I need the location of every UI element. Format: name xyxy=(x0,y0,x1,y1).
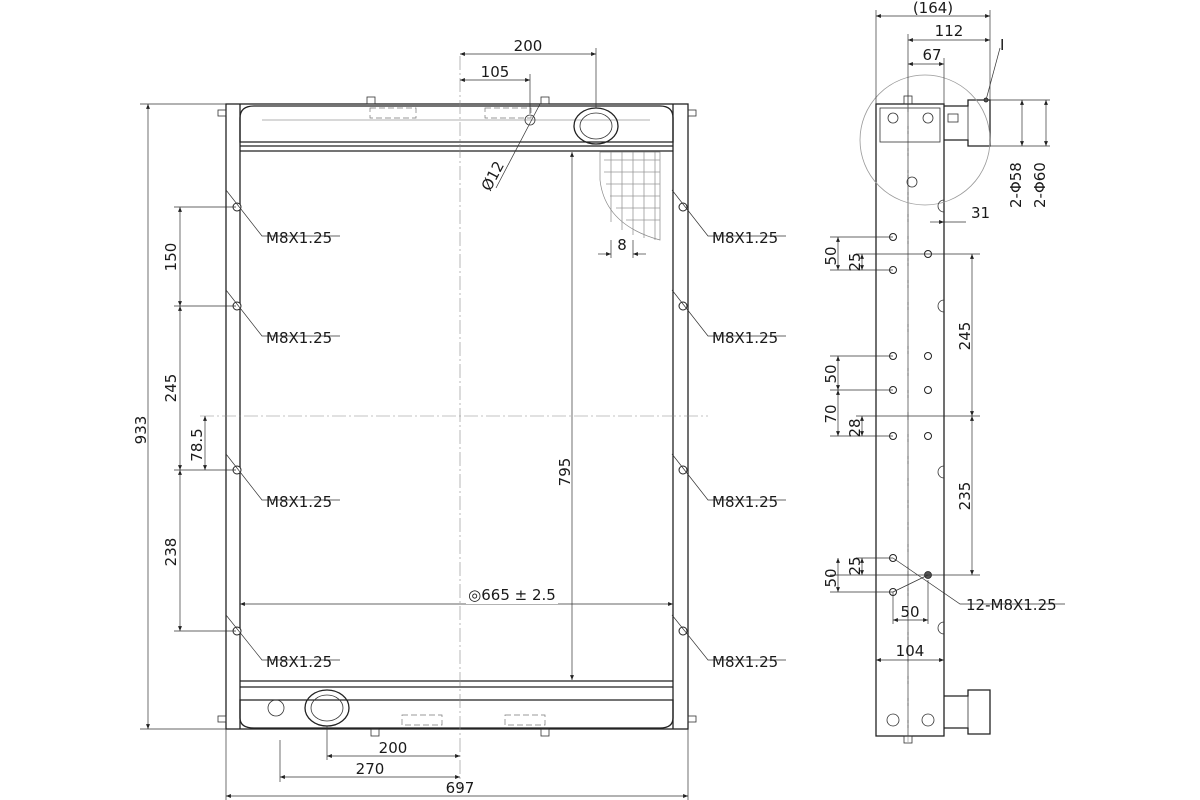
dim-top-pipe-offset: 200 xyxy=(514,37,543,55)
dim-70: 70 xyxy=(822,404,840,423)
thread-label: M8X1.25 xyxy=(266,493,332,511)
dim-port-diameter: Ø12 xyxy=(478,158,508,194)
dim-pipe-58: 2-Φ58 xyxy=(1007,162,1025,208)
thread-callout: 12-M8X1.25 xyxy=(966,596,1057,614)
dim-pipe-60: 2-Φ60 xyxy=(1031,162,1049,208)
front-view: M8X1.25 M8X1.25 M8X1.25 M8X1.25 M8X1.25 … xyxy=(132,37,786,800)
dim-25-a: 25 xyxy=(846,252,864,271)
bolt-hole-icon xyxy=(678,626,688,636)
thread-label: M8X1.25 xyxy=(712,653,778,671)
thread-label: M8X1.25 xyxy=(712,493,778,511)
thread-label: M8X1.25 xyxy=(712,329,778,347)
bolt-hole-icon xyxy=(678,202,688,212)
mounting-holes xyxy=(225,189,786,661)
dim-67: 67 xyxy=(922,46,941,64)
core-fin-detail xyxy=(599,151,661,241)
bottom-pipe-side-icon xyxy=(944,689,991,735)
dim-spacing-150: 150 xyxy=(162,243,180,272)
dim-28: 28 xyxy=(846,418,864,437)
dim-spacing-245: 245 xyxy=(162,374,180,403)
dim-50-b: 50 xyxy=(822,364,840,383)
top-pipe-side-icon xyxy=(944,99,991,147)
dim-50-c: 50 xyxy=(822,568,840,587)
dim-235: 235 xyxy=(956,482,974,511)
thread-label: M8X1.25 xyxy=(266,229,332,247)
dim-25-b: 25 xyxy=(846,556,864,575)
dim-112: 112 xyxy=(935,22,964,40)
dim-bottom-span: 270 xyxy=(356,760,385,778)
dim-overall-height: 933 xyxy=(132,416,150,445)
dim-50-d: 50 xyxy=(900,603,919,621)
thread-label: M8X1.25 xyxy=(266,329,332,347)
top-tank xyxy=(239,96,674,152)
dim-spacing-78-5: 78.5 xyxy=(188,428,206,461)
top-vent-port-icon xyxy=(524,114,536,126)
dim-core-height: 795 xyxy=(556,458,574,487)
dim-spacing-238: 238 xyxy=(162,538,180,567)
dim-31: 31 xyxy=(971,204,990,222)
bolt-hole-icon xyxy=(924,352,932,360)
thread-label: M8X1.25 xyxy=(266,653,332,671)
dim-245: 245 xyxy=(956,322,974,351)
dim-fin-pitch: 8 xyxy=(617,236,627,254)
bolt-hole-icon xyxy=(678,301,688,311)
dim-top-port-offset: 105 xyxy=(481,63,510,81)
dim-50-a: 50 xyxy=(822,246,840,265)
thread-label: M8X1.25 xyxy=(712,229,778,247)
dim-overall-width: 697 xyxy=(446,779,475,797)
dim-104: 104 xyxy=(896,642,925,660)
detail-mark: I xyxy=(1000,36,1004,54)
bolt-hole-icon xyxy=(924,386,932,394)
dim-total-depth: (164) xyxy=(913,0,953,17)
bolt-hole-icon xyxy=(678,465,688,475)
side-view: I xyxy=(822,0,1065,745)
bolt-hole-icon xyxy=(924,432,932,440)
radiator-outer-frame xyxy=(225,103,689,730)
drain-plug-icon xyxy=(267,699,285,717)
bottom-tank xyxy=(239,680,674,737)
dim-bottom-pipe-offset: 200 xyxy=(379,739,408,757)
dim-core-width: ◎665 ± 2.5 xyxy=(468,586,556,604)
side-bolt-holes xyxy=(889,233,932,596)
detail-circle-I xyxy=(859,74,991,206)
